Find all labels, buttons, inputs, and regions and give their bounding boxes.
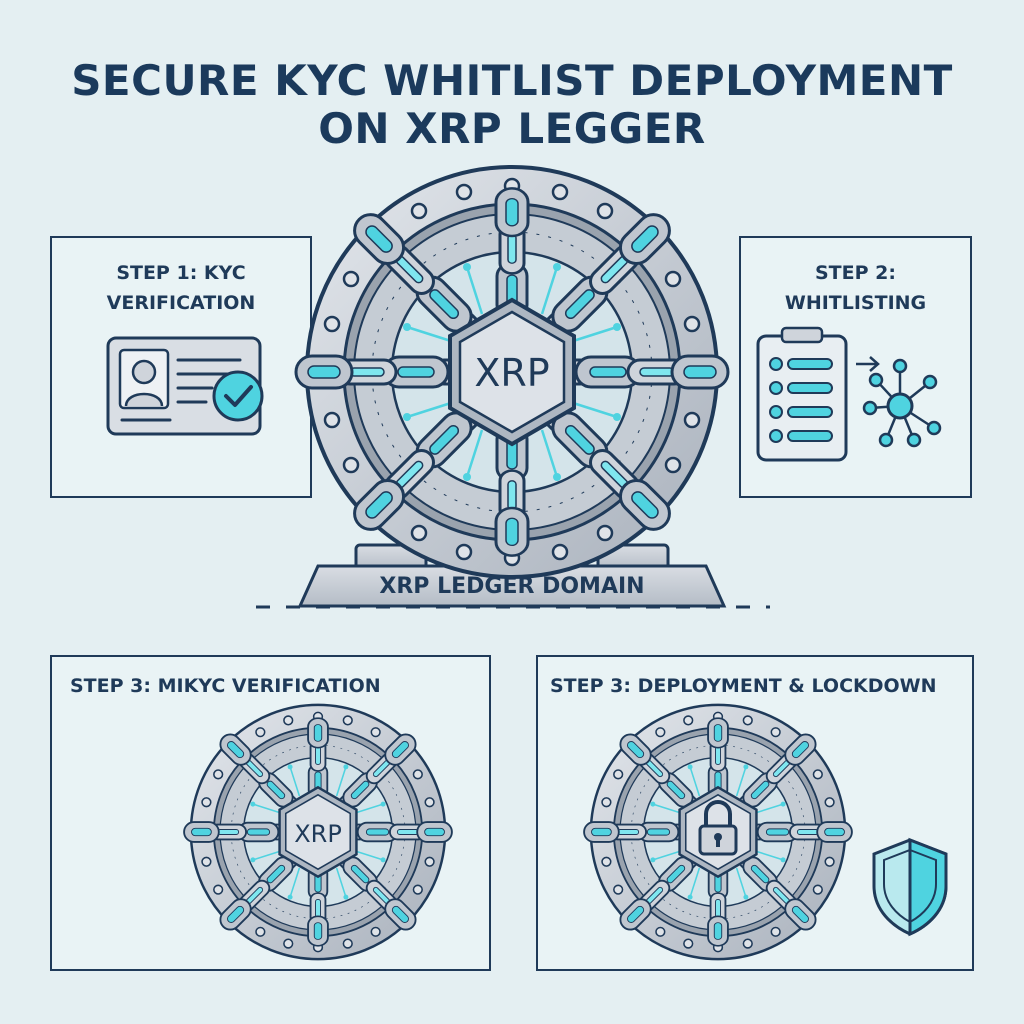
shield-icon <box>872 837 948 937</box>
page-title-line-2: ON XRP LEGGER <box>318 104 706 153</box>
step-2-title-line-2: WHITLISTING <box>784 292 927 314</box>
padlock-icon <box>698 800 738 856</box>
step-3-title: STEP 3: MIKYC VERIFICATION <box>70 675 381 697</box>
network-node-icon <box>862 358 942 448</box>
xrp-ledger-domain-label: XRP LEDGER DOMAIN <box>379 574 645 599</box>
checkmark-icon <box>212 370 264 422</box>
clipboard-list-icon <box>756 326 848 462</box>
step-1-title-line-2: VERIFICATION <box>106 292 256 314</box>
step-4-title: STEP 3: DEPLOYMENT & LOCKDOWN <box>550 675 937 697</box>
step-1-panel: STEP 1: KYC VERIFICATION <box>50 236 312 498</box>
page-title-line-1: SECURE KYC WHITLIST DEPLOYMENT <box>71 56 953 105</box>
arrow-right-icon <box>856 356 880 372</box>
step-2-title-line-1: STEP 2: <box>815 262 896 284</box>
step-1-title-line-1: STEP 1: KYC <box>116 262 246 284</box>
step-3-vault-label: XRP <box>294 820 342 848</box>
main-vault-label: XRP <box>474 351 549 395</box>
